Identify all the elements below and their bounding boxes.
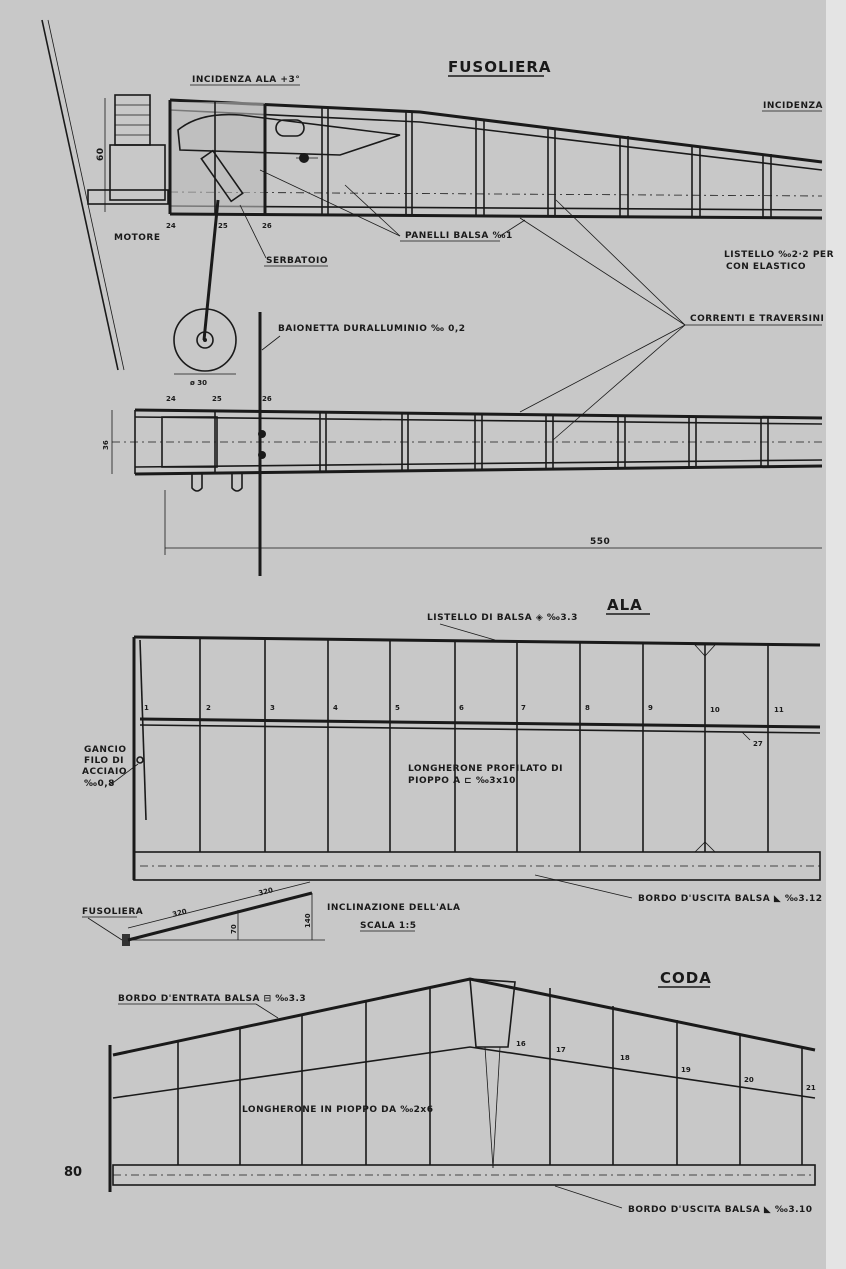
trailing-edge-label: BORDO D'USCITA BALSA ◣ ‰3.12 bbox=[638, 894, 823, 904]
dihedral-title: INCLINAZIONE DELL'ALA bbox=[327, 903, 460, 913]
leading-edge bbox=[133, 635, 821, 647]
rib-number: 19 bbox=[681, 1066, 691, 1074]
wheel-diameter: ø 30 bbox=[190, 379, 207, 387]
fuel-tank bbox=[200, 149, 244, 203]
tail-plan: CODA BORDO D'ENTRATA BALSA ⊟ ‰3.3 16 17 … bbox=[108, 969, 816, 1215]
rib-number: 18 bbox=[620, 1054, 630, 1062]
spar-label-1: LONGHERONE PROFILATO DI bbox=[408, 764, 563, 774]
frame-label: 26 bbox=[262, 395, 272, 403]
rib-number: 6 bbox=[459, 704, 464, 712]
frame-label: 25 bbox=[212, 395, 222, 403]
dihedral-diagram: FUSOLIERA 320 320 70 140 INCLINAZIONE DE… bbox=[82, 881, 460, 946]
width-dim: 36 bbox=[102, 440, 110, 450]
engine-label: MOTORE bbox=[114, 233, 160, 243]
frame-label: 25 bbox=[218, 222, 228, 230]
spar-label-2: PIOPPO A ⊏ ‰3x10 bbox=[408, 776, 516, 786]
engine bbox=[87, 94, 169, 205]
hook-label: GANCIO bbox=[84, 745, 127, 755]
stringer-label-2: CON ELASTICO bbox=[726, 262, 806, 272]
rib-number: 16 bbox=[516, 1040, 526, 1048]
fuselage-top-view: 24 25 26 36 550 bbox=[102, 395, 823, 555]
dihedral-scale: SCALA 1:5 bbox=[360, 921, 417, 931]
stringer-label-1: LISTELLO ‰2·2 PER bbox=[724, 250, 834, 260]
longerons-label: CORRENTI E TRAVERSINI bbox=[690, 314, 824, 324]
rib-number: 20 bbox=[744, 1076, 754, 1084]
rib-number: 17 bbox=[556, 1046, 566, 1054]
wing-plan: ALA LISTELLO DI BALSA ◈ ‰3.3 1 2 3 4 5 6… bbox=[82, 596, 823, 904]
page-edge bbox=[826, 0, 846, 1269]
rib-number: 5 bbox=[395, 704, 400, 712]
length-dim: 550 bbox=[590, 537, 610, 547]
frame-label: 24 bbox=[166, 395, 176, 403]
tail-incidence-label: INCIDENZA bbox=[763, 101, 823, 111]
hook-label: ACCIAIO bbox=[82, 767, 127, 777]
tail-title: CODA bbox=[660, 969, 712, 987]
segment-dim: 320 bbox=[172, 907, 188, 918]
wing-spar bbox=[139, 717, 821, 729]
segment-dim: 320 bbox=[258, 886, 274, 897]
frame-label: 24 bbox=[166, 222, 176, 230]
rib-number: 8 bbox=[585, 704, 590, 712]
wheel bbox=[173, 308, 237, 372]
rib-number: 3 bbox=[270, 704, 275, 712]
rib-number: 4 bbox=[333, 704, 338, 712]
height-dim: 140 bbox=[304, 913, 312, 928]
rib-number: 9 bbox=[648, 704, 653, 712]
rib-number: 11 bbox=[774, 706, 784, 714]
tail-leading-edge-label: BORDO D'ENTRATA BALSA ⊟ ‰3.3 bbox=[118, 994, 306, 1004]
propeller bbox=[41, 19, 119, 371]
panels-label: PANELLI BALSA ‰1 bbox=[405, 231, 513, 241]
tail-leading-edge bbox=[112, 977, 816, 1057]
bayonet-label: BAIONETTA DURALLUMINIO ‰ 0,2 bbox=[278, 324, 466, 334]
engine-height-dim: 60 bbox=[96, 147, 106, 161]
frame-label: 26 bbox=[262, 222, 272, 230]
tail-spar bbox=[112, 1046, 816, 1099]
tail-trailing-edge-label: BORDO D'USCITA BALSA ◣ ‰3.10 bbox=[628, 1205, 813, 1215]
height-dim: 70 bbox=[230, 924, 238, 934]
fuselage-title: FUSOLIERA bbox=[448, 58, 552, 76]
rib-number: 2 bbox=[206, 704, 211, 712]
hook-label: ‰0,8 bbox=[84, 779, 115, 789]
rib-number: 10 bbox=[710, 706, 720, 714]
landing-gear-leg bbox=[202, 199, 220, 341]
rib-number: 21 bbox=[806, 1084, 816, 1092]
fuselage-side-view: FUSOLIERA INCIDENZA ALA +3° INCIDENZA 60… bbox=[41, 19, 834, 576]
leading-edge-label: LISTELLO DI BALSA ◈ ‰3.3 bbox=[427, 613, 578, 623]
wing-title: ALA bbox=[607, 596, 643, 614]
tail-center-block bbox=[469, 978, 516, 1048]
wing-incidence-label: INCIDENZA ALA +3° bbox=[192, 75, 300, 85]
window bbox=[275, 119, 305, 137]
rib-number: 7 bbox=[521, 704, 526, 712]
fuselage-ref-label: FUSOLIERA bbox=[82, 907, 143, 917]
hook-label: FILO DI bbox=[84, 756, 124, 766]
tank-label: SERBATOIO bbox=[266, 256, 328, 266]
tail-spar-label: LONGHERONE IN PIOPPO DA ‰2x6 bbox=[242, 1105, 434, 1115]
rib-number: 1 bbox=[144, 704, 149, 712]
page-number: 80 bbox=[64, 1165, 82, 1180]
spar-joint-number: 27 bbox=[753, 740, 763, 748]
wing-root-profile bbox=[177, 113, 401, 156]
